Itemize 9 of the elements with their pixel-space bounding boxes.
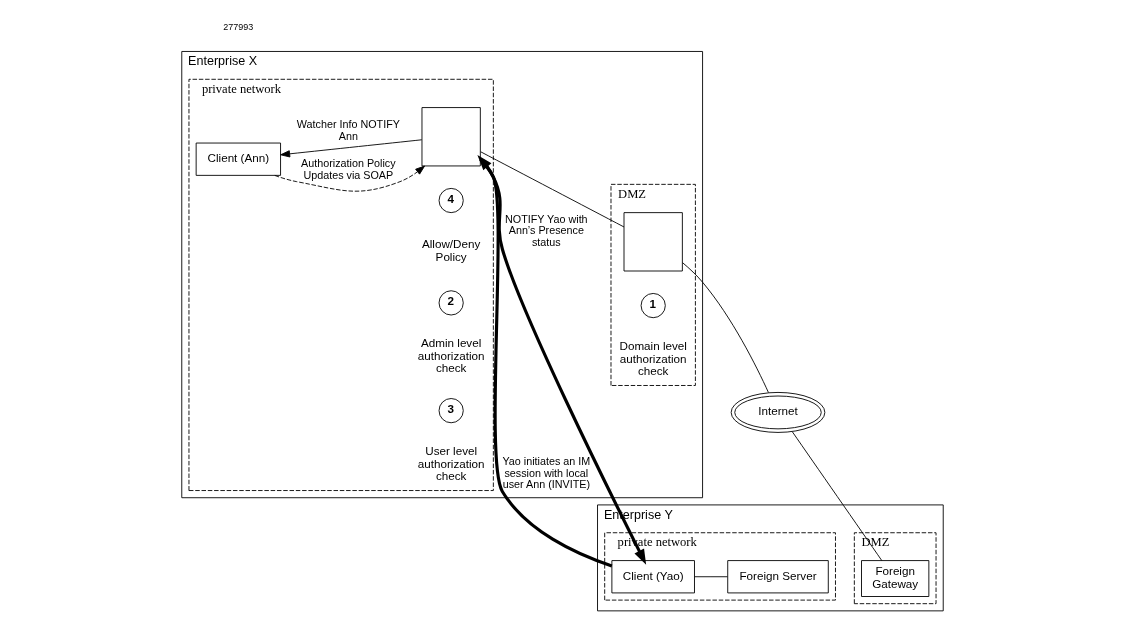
node-label: Domain level authorization check bbox=[619, 338, 687, 378]
edge-label: Watcher Info NOTIFY Ann bbox=[296, 118, 400, 142]
node-label: Allow/Deny Policy bbox=[422, 237, 481, 264]
edge-label: Authorization Policy Updates via SOAP bbox=[301, 156, 396, 181]
node-label: Admin level authorization check bbox=[417, 336, 485, 375]
node-label: User level authorization check bbox=[417, 443, 485, 483]
edge-label: Yao initiates an IM session with local user Ann (INVITE) bbox=[502, 455, 591, 491]
label: 277993 bbox=[223, 22, 254, 33]
edge-label: NOTIFY Yao with Ann’s Presence status bbox=[505, 212, 588, 248]
